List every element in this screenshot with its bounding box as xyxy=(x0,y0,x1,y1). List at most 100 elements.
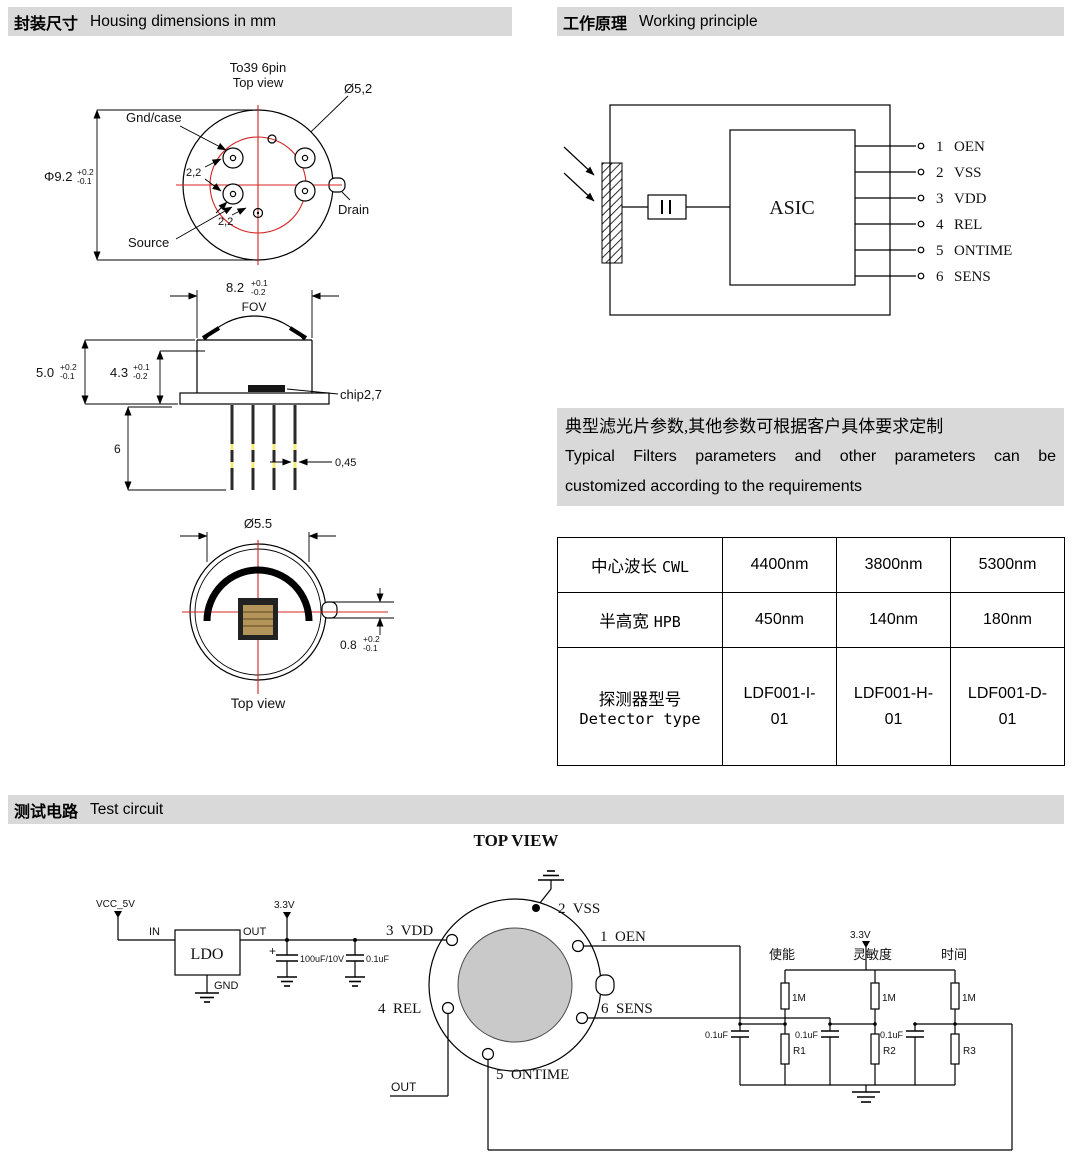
ir-ray-icon xyxy=(563,146,595,176)
tolerance-upper: +0.2 xyxy=(77,167,94,177)
row-label: 探测器型号 Detector type xyxy=(557,647,723,766)
bulk-capacitor: 3.3V + 100uF/10V xyxy=(269,900,344,987)
control-network: 使能 灵敏度 时间 3.3V 1M 1M 1M xyxy=(705,930,976,1103)
pitch-label: 2,2 xyxy=(218,216,233,228)
v33-label: 3.3V xyxy=(274,900,295,911)
filter-cap-oen: 0.1uF xyxy=(705,1024,749,1085)
pin-number: 4 xyxy=(936,217,944,233)
ground-symbol xyxy=(852,1085,880,1103)
leader-line xyxy=(231,207,247,216)
pin-name: VDD xyxy=(954,191,987,207)
fov-label: FOV xyxy=(242,300,267,314)
vdd-pin xyxy=(445,933,459,947)
pin-name: REL xyxy=(954,217,982,233)
section-title-en: Housing dimensions in mm xyxy=(90,12,277,30)
lens-dome xyxy=(204,315,305,341)
pullup-resistor xyxy=(950,982,960,1010)
chip xyxy=(248,385,285,392)
ldo-regulator: VCC_5V IN LDO OUT GND xyxy=(96,899,446,1003)
chip-label: chip2,7 xyxy=(340,387,382,402)
sensor-top-view xyxy=(428,898,615,1072)
pin-number: 1 xyxy=(936,139,944,155)
pin-diameter-label: 0,45 xyxy=(335,457,356,469)
row-label-abbr: CWL xyxy=(661,558,690,576)
pin-number: 5 xyxy=(936,243,944,259)
filter-cap-ontime: 0.1uF xyxy=(880,1024,924,1085)
index-hole xyxy=(267,134,277,144)
table-cell: 140nm xyxy=(836,592,951,648)
rel-pin-label: 4 REL xyxy=(378,1001,421,1017)
sensitivity-label: 灵敏度 xyxy=(853,947,892,962)
pin-name: VSS xyxy=(954,165,982,181)
section-title-zh: 封装尺寸 xyxy=(14,15,79,33)
section-title-en: Test circuit xyxy=(90,800,164,818)
detector-model: LDF001-I-01 xyxy=(743,684,816,728)
pitch-label: 2,2 xyxy=(186,167,201,179)
decoupling-cap-value: 0.1uF xyxy=(366,954,390,964)
supply-arrow-icon xyxy=(114,911,122,918)
row-label-en: Detector type xyxy=(579,709,701,728)
filter-note-en-line2: customized according to the requirements xyxy=(565,478,863,495)
section-title-zh: 工作原理 xyxy=(563,15,628,33)
table-cell: 3800nm xyxy=(836,537,951,593)
tolerance-upper: +0.1 xyxy=(133,362,150,372)
tolerance-lower: -0.2 xyxy=(133,371,148,381)
oen-pin-label: 1 OEN xyxy=(600,929,646,945)
asic-pin-ontime: 5 ONTIME xyxy=(855,243,1012,259)
section-header-housing: 封装尺寸 Housing dimensions in mm xyxy=(8,7,512,36)
rel-pin xyxy=(441,1001,455,1015)
filter-cap-sens: 0.1uF xyxy=(795,1024,839,1085)
bottom-caption: Top view xyxy=(231,695,286,711)
vss-pin-label: 2 VSS xyxy=(558,901,600,917)
working-principle-diagram: ASIC 1 OEN 2 VSS 3 VDD 4 REL 5 ONTIME xyxy=(563,104,1012,316)
drain-label: Drain xyxy=(338,202,369,217)
tolerance-upper: +0.2 xyxy=(60,362,77,372)
pullup-resistor xyxy=(780,982,790,1010)
resistor-r3: R3 xyxy=(950,1024,976,1085)
pin-name: SENS xyxy=(954,269,991,285)
housing-dimensions-diagram: To39 6pin Top view Ø5,2 2,2 2,2 Gnd/case xyxy=(36,60,394,711)
window-diameter-label: Ø5.5 xyxy=(244,516,272,531)
tolerance-upper: +0.1 xyxy=(251,278,268,288)
incident-ir-arrows xyxy=(563,146,595,202)
pullup-value: 1M xyxy=(882,993,896,1004)
filter-cap-value: 0.1uF xyxy=(880,1030,904,1040)
sens-pin-label: 6 SENS xyxy=(601,1001,653,1017)
row-label-zh: 半高宽 xyxy=(599,612,649,631)
row-label-abbr: HPB xyxy=(653,613,681,631)
pullup-value: 1M xyxy=(962,993,976,1004)
base-flange xyxy=(179,392,330,405)
pin-number: 6 xyxy=(936,269,944,285)
section-header-working-principle: 工作原理 Working principle xyxy=(557,7,1064,36)
asic-box xyxy=(729,129,856,286)
detector-model: LDF001-H-01 xyxy=(853,684,934,728)
row-label-zh: 探测器型号 xyxy=(598,689,682,709)
package-window-view: Ø5.5 0.8 +0.2 -0.1 Top view xyxy=(180,516,394,711)
filter-note-en-line1: Typical Filters parameters and other par… xyxy=(565,448,1056,465)
table-cell: LDF001-I-01 xyxy=(722,647,837,766)
leader-line xyxy=(175,206,233,240)
time-label: 时间 xyxy=(941,947,967,962)
sens-pin xyxy=(575,1011,589,1025)
filter-note-zh: 典型滤光片参数,其他参数可根据客户具体要求定制 xyxy=(565,417,944,436)
sensor-window xyxy=(457,927,573,1043)
tolerance-lower: -0.1 xyxy=(363,643,378,653)
table-cell: LDF001-D-01 xyxy=(950,647,1065,766)
enable-label: 使能 xyxy=(769,947,795,962)
asic-pin-sens: 6 SENS xyxy=(855,269,991,285)
pin xyxy=(294,180,316,202)
polarity-plus: + xyxy=(269,944,276,958)
index-tab xyxy=(595,974,615,996)
pin xyxy=(294,147,316,169)
v33-label: 3.3V xyxy=(850,930,871,941)
height-label: 5.0 xyxy=(36,365,54,380)
tab-height-label: 0.8 xyxy=(340,638,357,652)
ldo-box xyxy=(174,929,241,976)
tolerance-lower: -0.1 xyxy=(77,176,92,186)
gnd-case-label: Gnd/case xyxy=(126,110,182,125)
